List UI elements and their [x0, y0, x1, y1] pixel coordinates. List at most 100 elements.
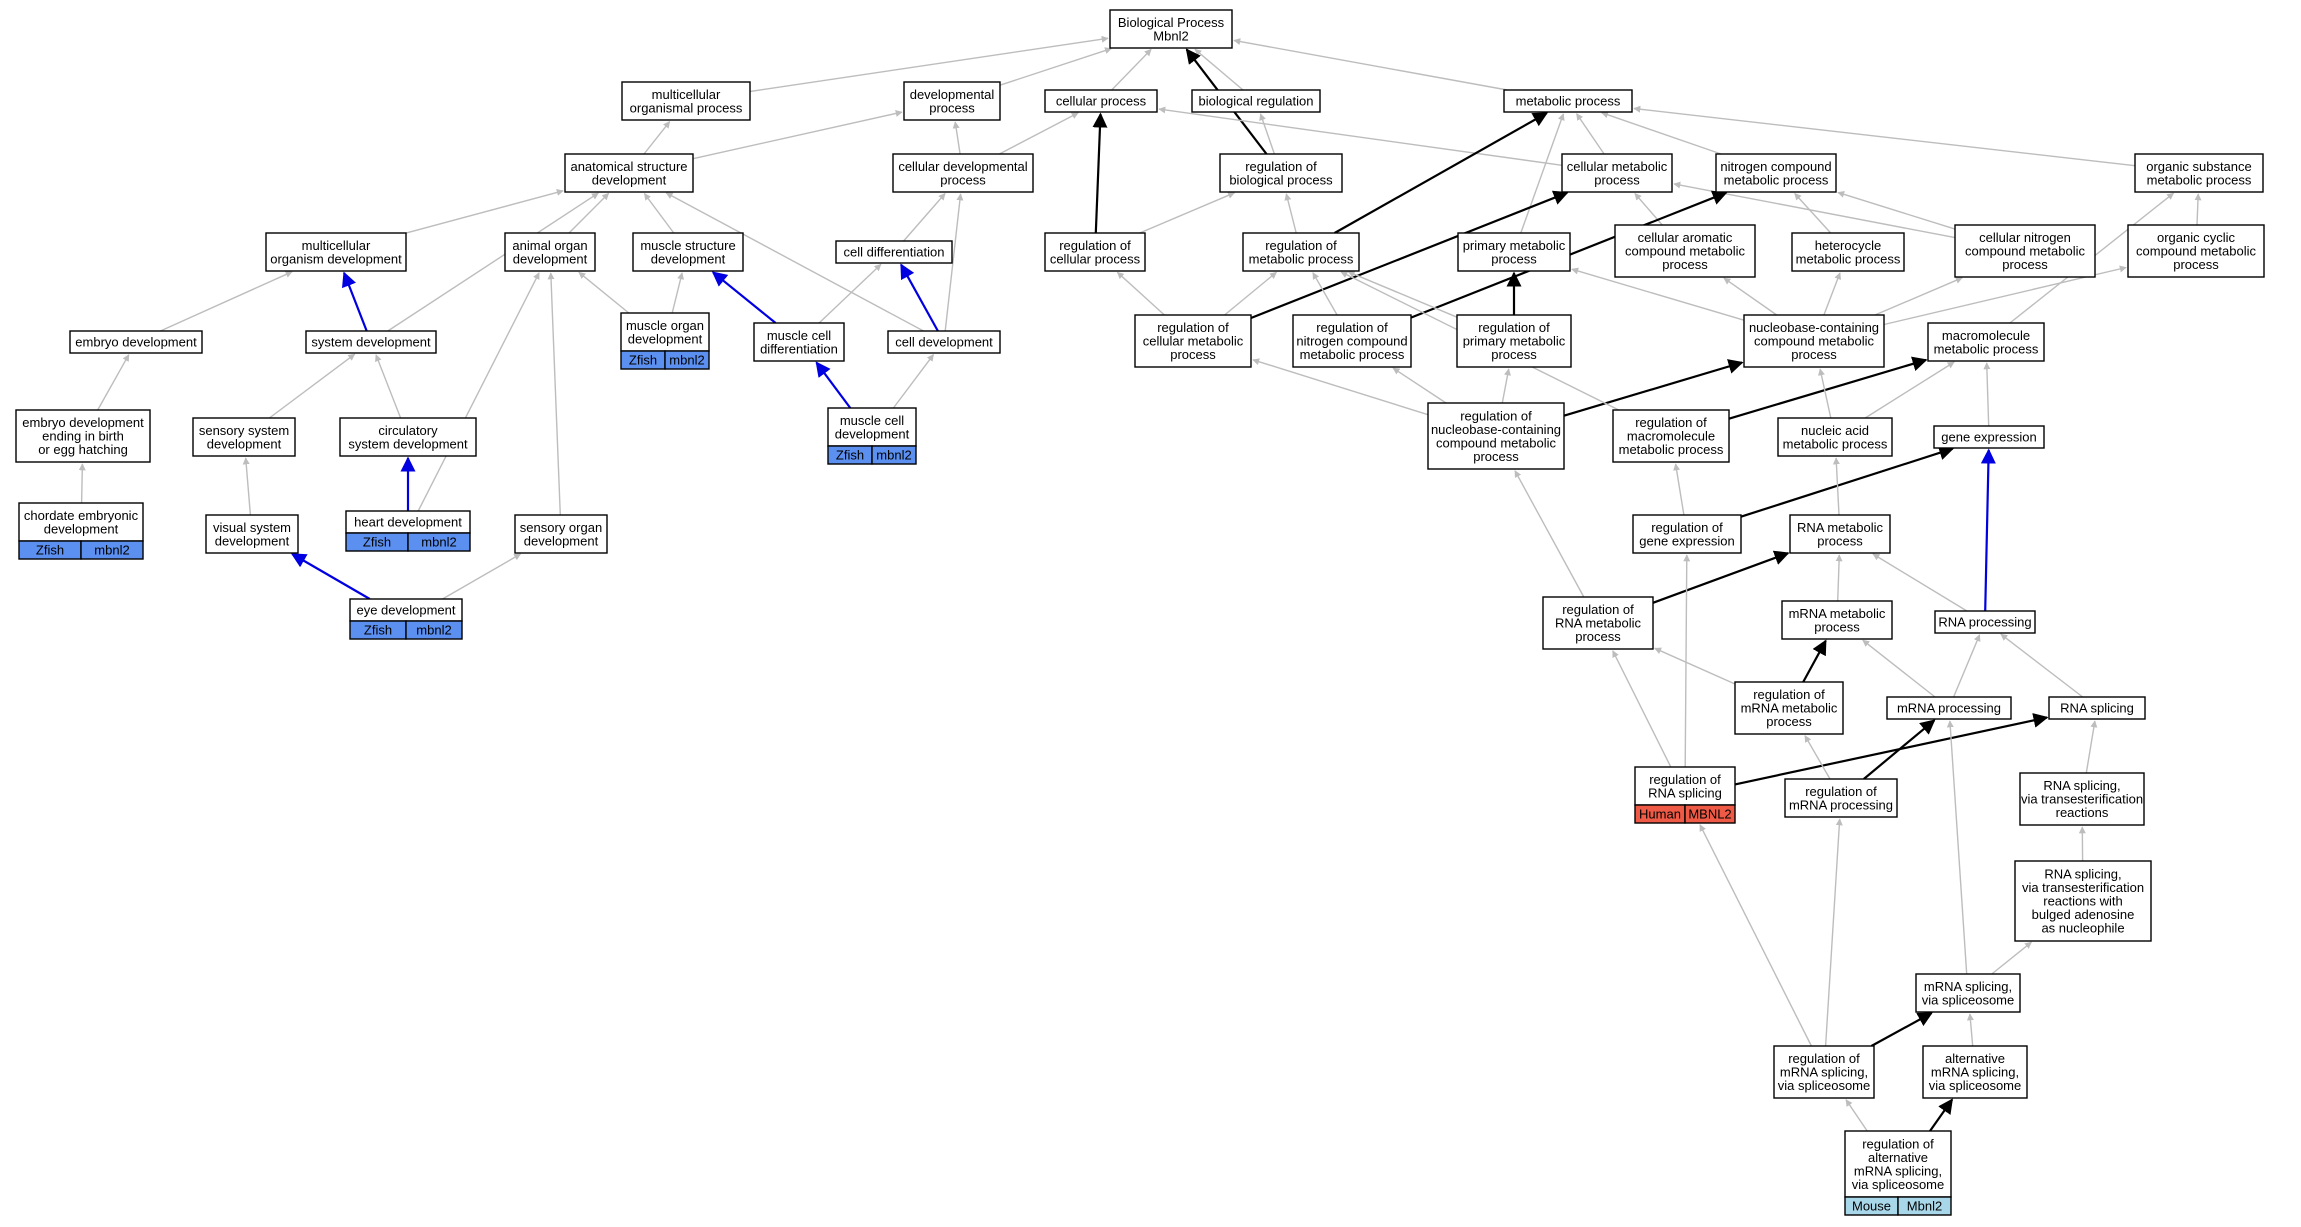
term-label-line: regulation of — [1788, 1051, 1860, 1066]
term-label-line: system development — [348, 436, 468, 451]
edge-mrnass-to-rnastb — [1991, 941, 2032, 975]
term-node-br[interactable]: biological regulation — [1191, 89, 1321, 113]
term-label-line: regulation of — [1753, 687, 1825, 702]
edge-mood-to-aod — [578, 271, 630, 314]
term-node-metp[interactable]: metabolic process — [1503, 89, 1633, 113]
term-label-line: metabolic process — [1796, 251, 1901, 266]
term-box — [1612, 409, 1730, 463]
term-label-line: cell differentiation — [844, 245, 945, 260]
term-node-cp[interactable]: cellular process — [1044, 89, 1158, 113]
edge-cdiff-to-cdp — [903, 192, 946, 242]
term-label-line: nucleobase-containing — [1431, 422, 1561, 437]
term-label-line: regulation of — [1651, 520, 1723, 535]
term-label-line: mRNA metabolic — [1789, 606, 1886, 621]
term-label-line: mRNA processing — [1789, 797, 1893, 812]
term-box — [18, 502, 144, 542]
term-label-line: as nucleophile — [2041, 921, 2124, 936]
edge-rnap-to-rnamp — [1872, 553, 1968, 612]
edge-aod-to-asd — [568, 192, 610, 234]
edge-rnbcmp-to-nbcmp — [1563, 359, 1744, 417]
term-node-sd[interactable]: system development — [305, 330, 437, 354]
term-node-rnap[interactable]: RNA processing — [1934, 610, 2036, 634]
term-label-line: nitrogen compound — [1296, 334, 1407, 349]
term-node-rnbcmp[interactable]: regulation ofnucleobase-containingcompou… — [1427, 402, 1565, 470]
term-label-line: muscle cell — [840, 413, 904, 428]
term-node-ed[interactable]: embryo development — [69, 330, 203, 354]
edge-hmp-to-ncmp — [1794, 192, 1832, 234]
term-node-cdev[interactable]: cell development — [887, 330, 1001, 354]
term-box — [1886, 696, 2012, 720]
term-box — [1844, 1130, 1952, 1198]
term-box — [1109, 9, 1233, 49]
term-label-line: development — [215, 533, 290, 548]
edge-cdev-to-cdp — [944, 193, 964, 332]
edge-metp-to-bp — [1233, 38, 1508, 91]
term-label-line: nucleobase-containing — [1749, 320, 1879, 335]
term-node-rnast[interactable]: RNA splicing,via transesterificationreac… — [2019, 772, 2145, 826]
term-node-cdiff[interactable]: cell differentiation — [835, 240, 953, 264]
term-box — [2127, 224, 2265, 278]
term-label-line: development — [628, 331, 703, 346]
term-label-line: biological process — [1229, 172, 1333, 187]
edges-layer — [78, 35, 2202, 1132]
edge-edb-to-ed — [97, 354, 130, 411]
term-node-rnastb[interactable]: RNA splicing,via transesterificationreac… — [2014, 860, 2152, 942]
term-label-line: regulation of — [1059, 238, 1131, 253]
term-node-mrnap[interactable]: mRNA processing — [1886, 696, 2012, 720]
term-label-line: development — [524, 533, 599, 548]
term-node-mrnass[interactable]: mRNA splicing,via spliceosome — [1915, 973, 2021, 1013]
term-node-ge[interactable]: gene expression — [1933, 425, 2045, 449]
edge-sd-to-asd — [387, 192, 599, 332]
term-node-rnas[interactable]: RNA splicing — [2048, 696, 2146, 720]
edge-mood-to-msd — [671, 272, 684, 314]
term-box — [1934, 610, 2036, 634]
